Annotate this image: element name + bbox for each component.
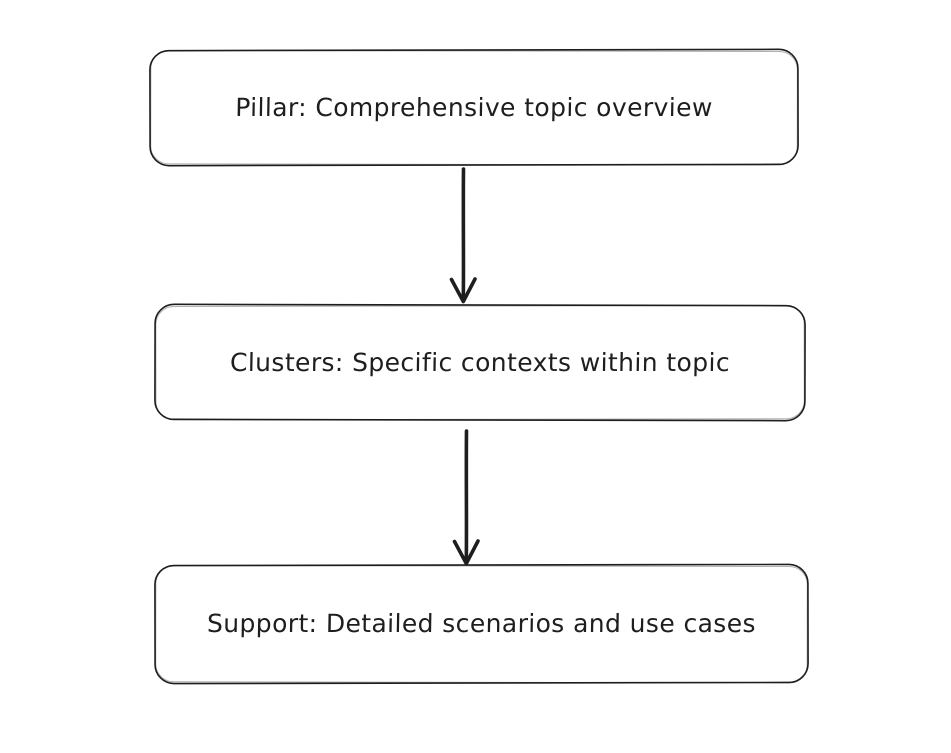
flow-node-support-box (154, 563, 809, 685)
rounded-rectangle-shape (149, 48, 799, 167)
flow-node-clusters-box (154, 303, 806, 422)
sketch-echo-stroke (155, 564, 808, 684)
rounded-rectangle-shape (154, 563, 809, 685)
sketch-echo-stroke (150, 49, 798, 166)
arrowhead-down-icon (452, 539, 480, 566)
arrowhead-down-icon (449, 277, 477, 304)
sketch-echo-stroke (155, 304, 805, 421)
connector-arrow-clusters-to-support (452, 429, 480, 566)
rounded-rectangle-shape (154, 303, 806, 422)
flow-node-pillar-box (149, 48, 799, 167)
connector-arrow-pillar-to-clusters (449, 167, 477, 304)
